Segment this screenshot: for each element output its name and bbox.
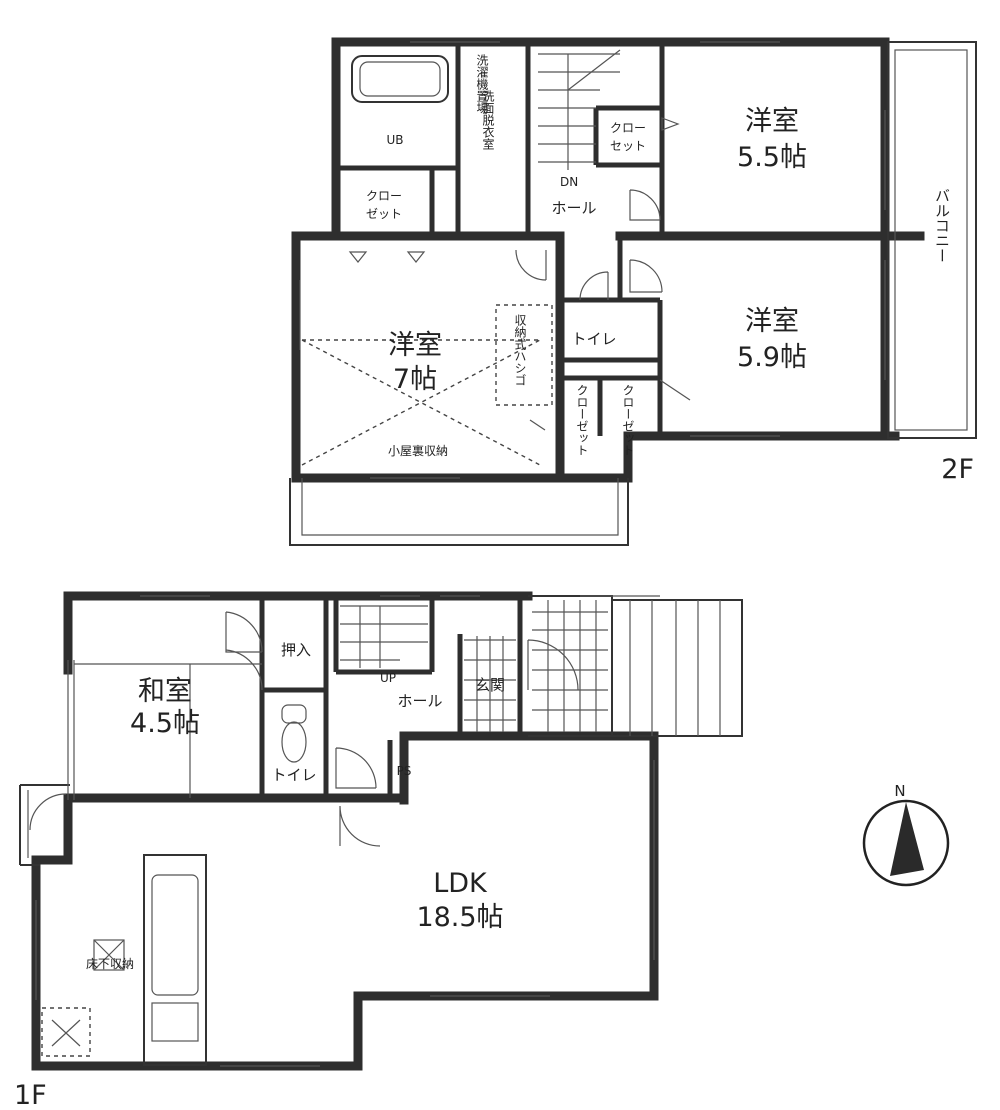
floor-1f xyxy=(19,591,743,1071)
label-washitsu-size: 4.5帖 xyxy=(130,708,200,739)
floor-2f xyxy=(289,37,977,546)
label-oshiire: 押入 xyxy=(281,641,311,659)
label-closet-a-1: クロー xyxy=(366,189,402,203)
label-toilet-2f: トイレ xyxy=(571,330,616,348)
compass-north-label: N xyxy=(894,782,905,800)
label-ldk-size: 18.5帖 xyxy=(416,902,503,933)
label-washroom: 洗面脱衣室 xyxy=(481,90,495,150)
label-room-55-name: 洋室 xyxy=(745,106,799,137)
label-room-7-name: 洋室 xyxy=(388,330,442,361)
label-closet-d: クローゼット xyxy=(621,384,635,456)
label-bath: UB xyxy=(386,133,403,147)
label-genkan: 玄関 xyxy=(475,676,505,694)
label-dn: DN xyxy=(560,175,578,189)
label-floor-2f: 2F xyxy=(941,454,974,485)
label-laundry: 洗濯機置場 xyxy=(475,54,489,115)
label-floor-1f: 1F xyxy=(14,1080,47,1110)
label-hashigo: 収納式ハシゴ xyxy=(513,314,527,386)
label-toilet-1f: トイレ xyxy=(271,766,316,784)
label-balcony: バルコニー xyxy=(933,188,951,263)
label-ldk-name: LDK xyxy=(433,868,488,899)
label-room-59-size: 5.9帖 xyxy=(737,342,807,373)
label-ps: PS xyxy=(397,764,412,778)
label-hall-2f: ホール xyxy=(551,199,596,217)
label-closet-b-2: セット xyxy=(610,139,646,153)
label-closet-a-2: ゼット xyxy=(366,207,402,221)
label-closet-c: クローゼット xyxy=(575,384,589,456)
label-underfloor: 床下収納 xyxy=(86,957,134,971)
label-room-55-size: 5.5帖 xyxy=(737,142,807,173)
compass xyxy=(862,799,950,887)
label-attic: 小屋裏収納 xyxy=(388,443,448,458)
label-room-59-name: 洋室 xyxy=(745,306,799,337)
label-room-7-size: 7帖 xyxy=(393,364,437,395)
label-closet-b-1: クロー xyxy=(610,121,646,135)
label-washitsu-name: 和室 xyxy=(138,676,192,707)
label-up: UP xyxy=(380,671,396,685)
label-hall-1f: ホール xyxy=(397,692,442,710)
